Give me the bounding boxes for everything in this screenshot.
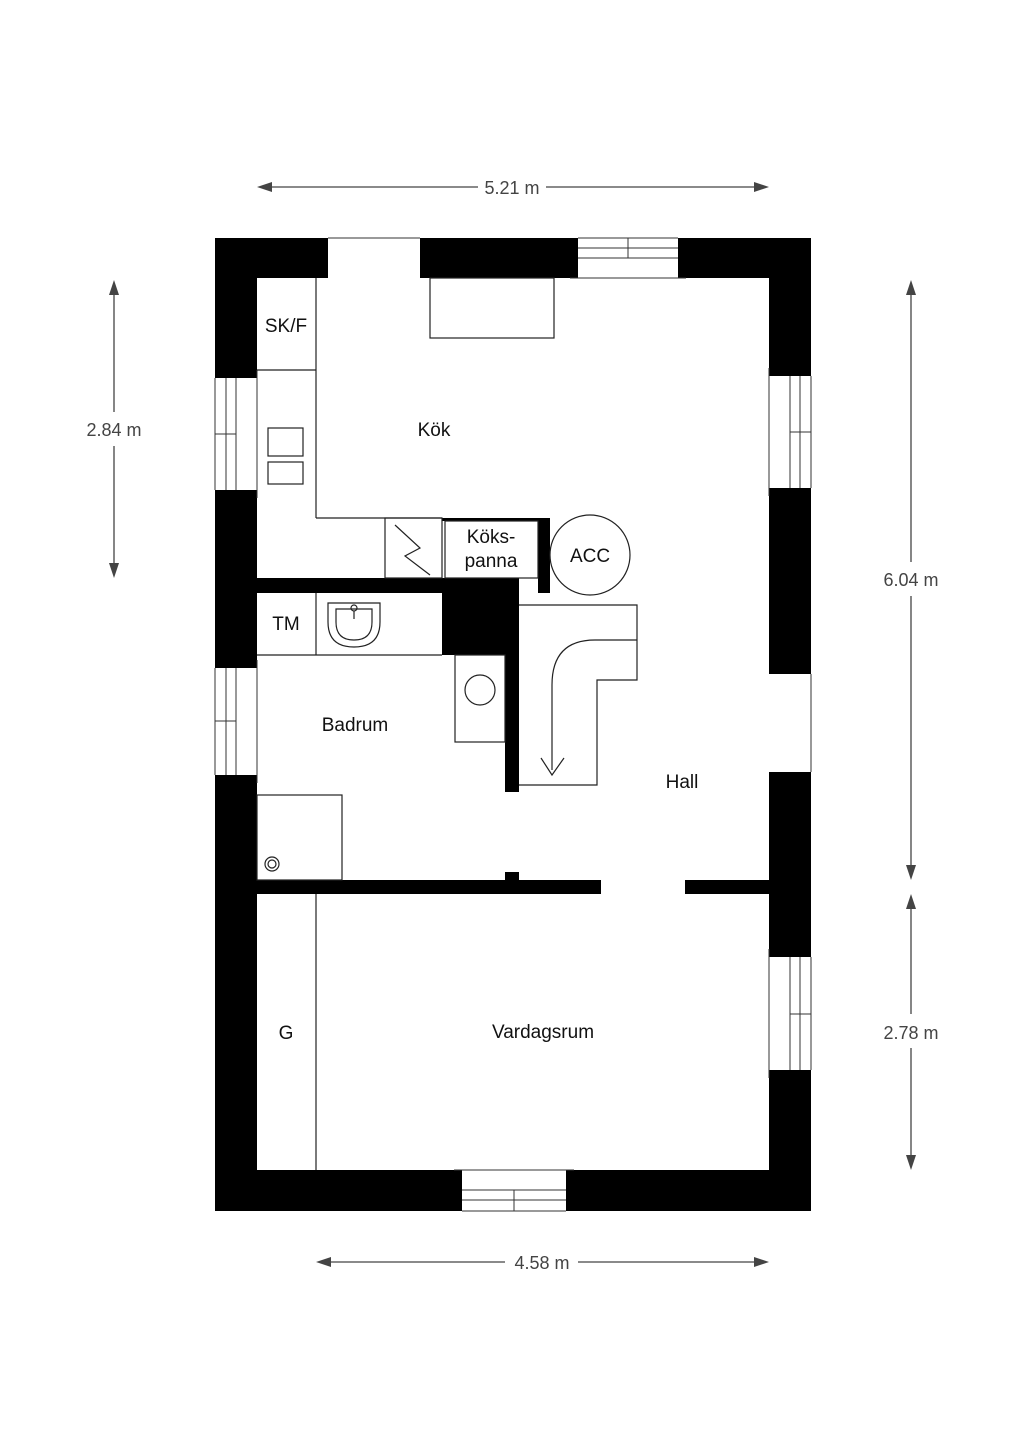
room-label-acc: ACC	[570, 546, 610, 567]
fixtures	[256, 277, 638, 1170]
windows	[214, 237, 812, 1212]
arrow-up-icon	[109, 280, 119, 295]
arrow-down-icon	[906, 1155, 916, 1170]
wall-left-2	[215, 490, 257, 668]
room-label-kokspanna-2: panna	[465, 551, 518, 572]
stove-plate-2	[267, 461, 304, 485]
window-right-1	[768, 368, 812, 496]
room-labels: Kök SK/F Köks- panna ACC TM Badrum Hall …	[265, 316, 698, 1044]
exterior-walls	[215, 238, 811, 1211]
room-label-g: G	[279, 1023, 294, 1044]
washing-machine	[454, 654, 506, 743]
interior-walls	[257, 518, 769, 894]
dimension-right-living: 2.78 m	[883, 894, 939, 1170]
room-label-skf: SK/F	[265, 316, 307, 337]
wall-kokspanna-top	[442, 518, 550, 521]
wall-kokspanna-right	[538, 518, 550, 593]
room-label-vardagsrum: Vardagsrum	[492, 1022, 594, 1043]
dimension-left-label: 2.84 m	[86, 420, 141, 440]
stove-plate-1	[267, 427, 304, 457]
dimension-top-label: 5.21 m	[484, 178, 539, 198]
room-label-hall: Hall	[666, 772, 699, 793]
window-left-1	[214, 370, 258, 498]
kokspanna-box	[444, 520, 539, 579]
room-label-tm: TM	[272, 614, 299, 635]
shower-drain	[264, 856, 280, 872]
window-bottom	[454, 1169, 574, 1212]
window-top	[570, 237, 686, 279]
wall-bath-living	[257, 880, 601, 894]
arrow-down-icon	[109, 563, 119, 578]
arrow-right-icon	[754, 182, 769, 192]
wall-bottom-right	[566, 1170, 811, 1211]
wall-hall-living-right	[685, 880, 769, 894]
dimension-top: 5.21 m	[257, 178, 769, 198]
arrow-up-icon	[906, 280, 916, 295]
window-left-2	[214, 660, 258, 783]
wall-stub	[505, 872, 519, 882]
wall-bottom-left	[215, 1170, 462, 1211]
washing-machine-drum	[464, 674, 496, 706]
dimension-bottom-label: 4.58 m	[514, 1253, 569, 1273]
arrow-left-icon	[316, 1257, 331, 1267]
stair-arrow-icon	[540, 757, 565, 777]
dimension-right-total: 6.04 m	[883, 280, 939, 880]
dimension-bottom: 4.58 m	[316, 1253, 769, 1273]
staircase	[519, 604, 638, 786]
wall-right-1	[769, 238, 811, 376]
arrow-down-icon	[906, 865, 916, 880]
acc-tank	[549, 514, 631, 596]
wall-left-1	[215, 238, 257, 378]
room-label-kokspanna-1: Köks-	[467, 527, 516, 548]
wall-top-middle	[420, 238, 578, 278]
dimension-right-living-label: 2.78 m	[883, 1023, 938, 1043]
lightning-icon	[394, 524, 431, 576]
window-right-2	[768, 949, 812, 1078]
wall-right-3	[769, 772, 811, 957]
room-label-kok: Kök	[418, 420, 451, 441]
wall-right-2	[769, 488, 811, 674]
dimension-right-total-label: 6.04 m	[883, 570, 938, 590]
wall-bath-hall	[505, 578, 519, 792]
kitchen-cabinet	[429, 277, 555, 339]
wall-left-3	[215, 775, 257, 1211]
arrow-up-icon	[906, 894, 916, 909]
arrow-right-icon	[754, 1257, 769, 1267]
sink-icon	[327, 602, 381, 648]
dimension-left: 2.84 m	[86, 280, 142, 578]
arrow-left-icon	[257, 182, 272, 192]
shower-area	[256, 794, 343, 881]
stair-direction-line	[551, 639, 637, 770]
electric-box	[384, 517, 443, 579]
room-label-badrum: Badrum	[322, 715, 389, 736]
